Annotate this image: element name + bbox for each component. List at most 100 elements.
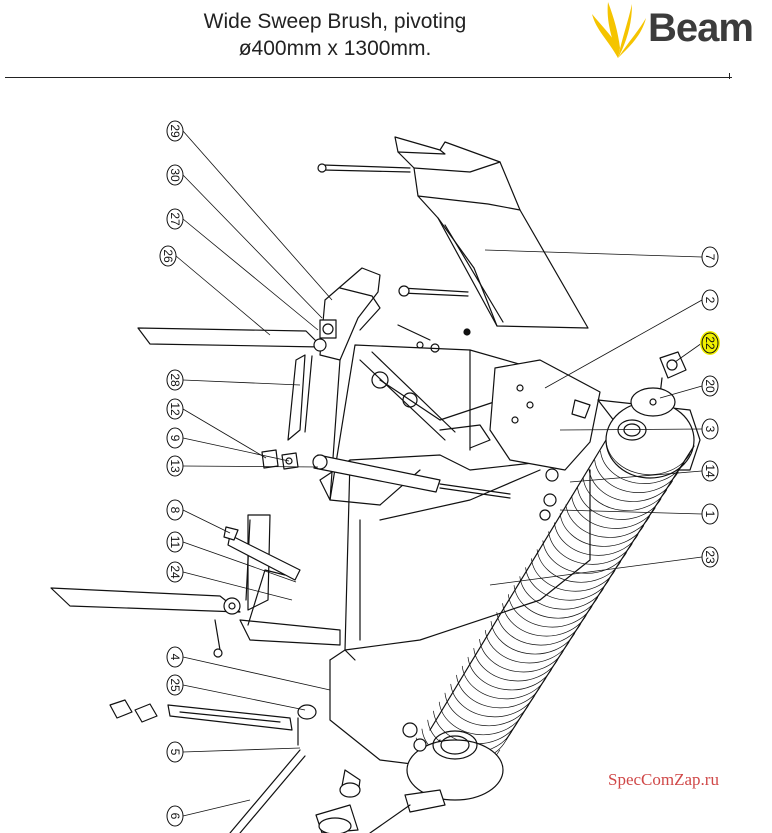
leader-line-24 <box>182 571 293 601</box>
brush-ring <box>531 558 616 592</box>
leader-line-8 <box>182 509 231 534</box>
brush-ring <box>565 504 650 538</box>
callout-circle <box>166 531 184 553</box>
callout-12: 12 <box>166 398 184 420</box>
callout-circle <box>166 561 184 583</box>
brush-ring <box>450 683 535 718</box>
callout-circle <box>166 646 184 668</box>
leader-line-6 <box>182 799 251 817</box>
title-line-1: Wide Sweep Brush, pivoting <box>203 10 467 33</box>
callout-circle <box>166 805 184 827</box>
brush-ring <box>502 603 587 637</box>
callout-13: 13 <box>166 455 184 477</box>
brush-ring <box>507 594 593 628</box>
callout-23: 23 <box>701 546 719 568</box>
page-title: Wide Sweep Brush, pivoting ø400mm x 1300… <box>130 8 540 62</box>
callout-number: 2 <box>703 297 717 304</box>
brush-ring <box>605 441 691 475</box>
beam-sun-icon <box>592 2 646 58</box>
callout-number: 9 <box>168 435 182 442</box>
leader-line-2 <box>544 299 703 389</box>
callout-9: 9 <box>166 427 184 449</box>
callout-number: 27 <box>168 212 182 226</box>
brush-ring <box>490 621 575 655</box>
callout-5: 5 <box>166 741 184 763</box>
brush-ring <box>519 576 604 610</box>
callout-circle <box>166 427 184 449</box>
callout-circle <box>166 741 184 763</box>
leader-line-11 <box>182 541 297 583</box>
gas-strut <box>312 454 511 499</box>
pivot-arm <box>359 351 491 449</box>
callout-number: 23 <box>703 550 717 564</box>
callout-14: 14 <box>701 460 719 482</box>
brush-ring <box>548 531 633 565</box>
callout-circle <box>166 455 184 477</box>
leader-line-30 <box>182 174 323 319</box>
leader-line-14 <box>569 470 703 483</box>
callout-2: 2 <box>701 289 719 311</box>
brush-ring <box>554 522 639 556</box>
callout-28: 28 <box>166 369 184 391</box>
callout-number: 25 <box>168 678 182 692</box>
logo-text: Beam <box>648 6 754 50</box>
callout-number: 20 <box>703 379 717 393</box>
brush-ring <box>559 513 645 547</box>
callout-4: 4 <box>166 646 184 668</box>
callout-circle <box>701 546 719 568</box>
upper-pivot-bracket <box>287 267 381 441</box>
brush-ring <box>542 540 627 574</box>
callout-circle <box>701 332 719 354</box>
callout-29: 29 <box>166 120 184 142</box>
side-plate <box>489 359 601 471</box>
callout-30: 30 <box>166 164 184 186</box>
callout-number: 5 <box>168 749 182 756</box>
lower-side-arm <box>50 514 341 658</box>
brush-ring <box>461 665 547 700</box>
callout-number: 13 <box>168 459 182 473</box>
deflector-flap <box>394 136 589 329</box>
brush-ring <box>571 495 656 529</box>
flap-bolts <box>317 163 469 297</box>
callout-25: 25 <box>166 674 184 696</box>
callout-24: 24 <box>166 561 184 583</box>
callout-7: 7 <box>701 246 719 268</box>
callout-1: 1 <box>701 503 719 525</box>
watermark: SpecComZap.ru <box>608 770 719 789</box>
leader-line-20 <box>659 385 703 399</box>
beam-logo: Beam <box>586 0 772 62</box>
brush-ring <box>577 486 662 520</box>
header-divider <box>5 77 732 78</box>
brush-ring <box>484 630 570 664</box>
brush-ring <box>594 459 679 493</box>
callout-26: 26 <box>159 245 177 267</box>
callout-number: 14 <box>703 464 717 478</box>
leader-line-23 <box>489 556 703 586</box>
callout-circle <box>166 120 184 142</box>
callout-highlight <box>700 331 720 355</box>
callout-circle <box>701 503 719 525</box>
leader-line-27 <box>182 218 319 331</box>
callout-circle <box>166 674 184 696</box>
callout-number: 29 <box>168 124 182 138</box>
callout-number: 28 <box>168 373 182 387</box>
callout-number: 4 <box>168 654 182 661</box>
leader-line-25 <box>182 684 306 711</box>
leader-line-9 <box>182 437 290 462</box>
callout-circle <box>166 208 184 230</box>
leader-line-7 <box>484 249 703 258</box>
callout-27: 27 <box>166 208 184 230</box>
leader-line-28 <box>182 379 301 386</box>
callout-circle <box>701 375 719 397</box>
callout-number: 8 <box>168 507 182 514</box>
leader-line-5 <box>182 747 301 753</box>
bottom-end-flange <box>406 730 504 801</box>
brush-ring <box>513 585 599 619</box>
leader-line-26 <box>175 255 271 336</box>
title-line-2: ø400mm x 1300mm. <box>238 37 432 60</box>
brush-ring <box>438 701 524 736</box>
callout-number: 22 <box>703 336 717 350</box>
callout-circle <box>701 289 719 311</box>
callout-number: 1 <box>703 511 717 518</box>
